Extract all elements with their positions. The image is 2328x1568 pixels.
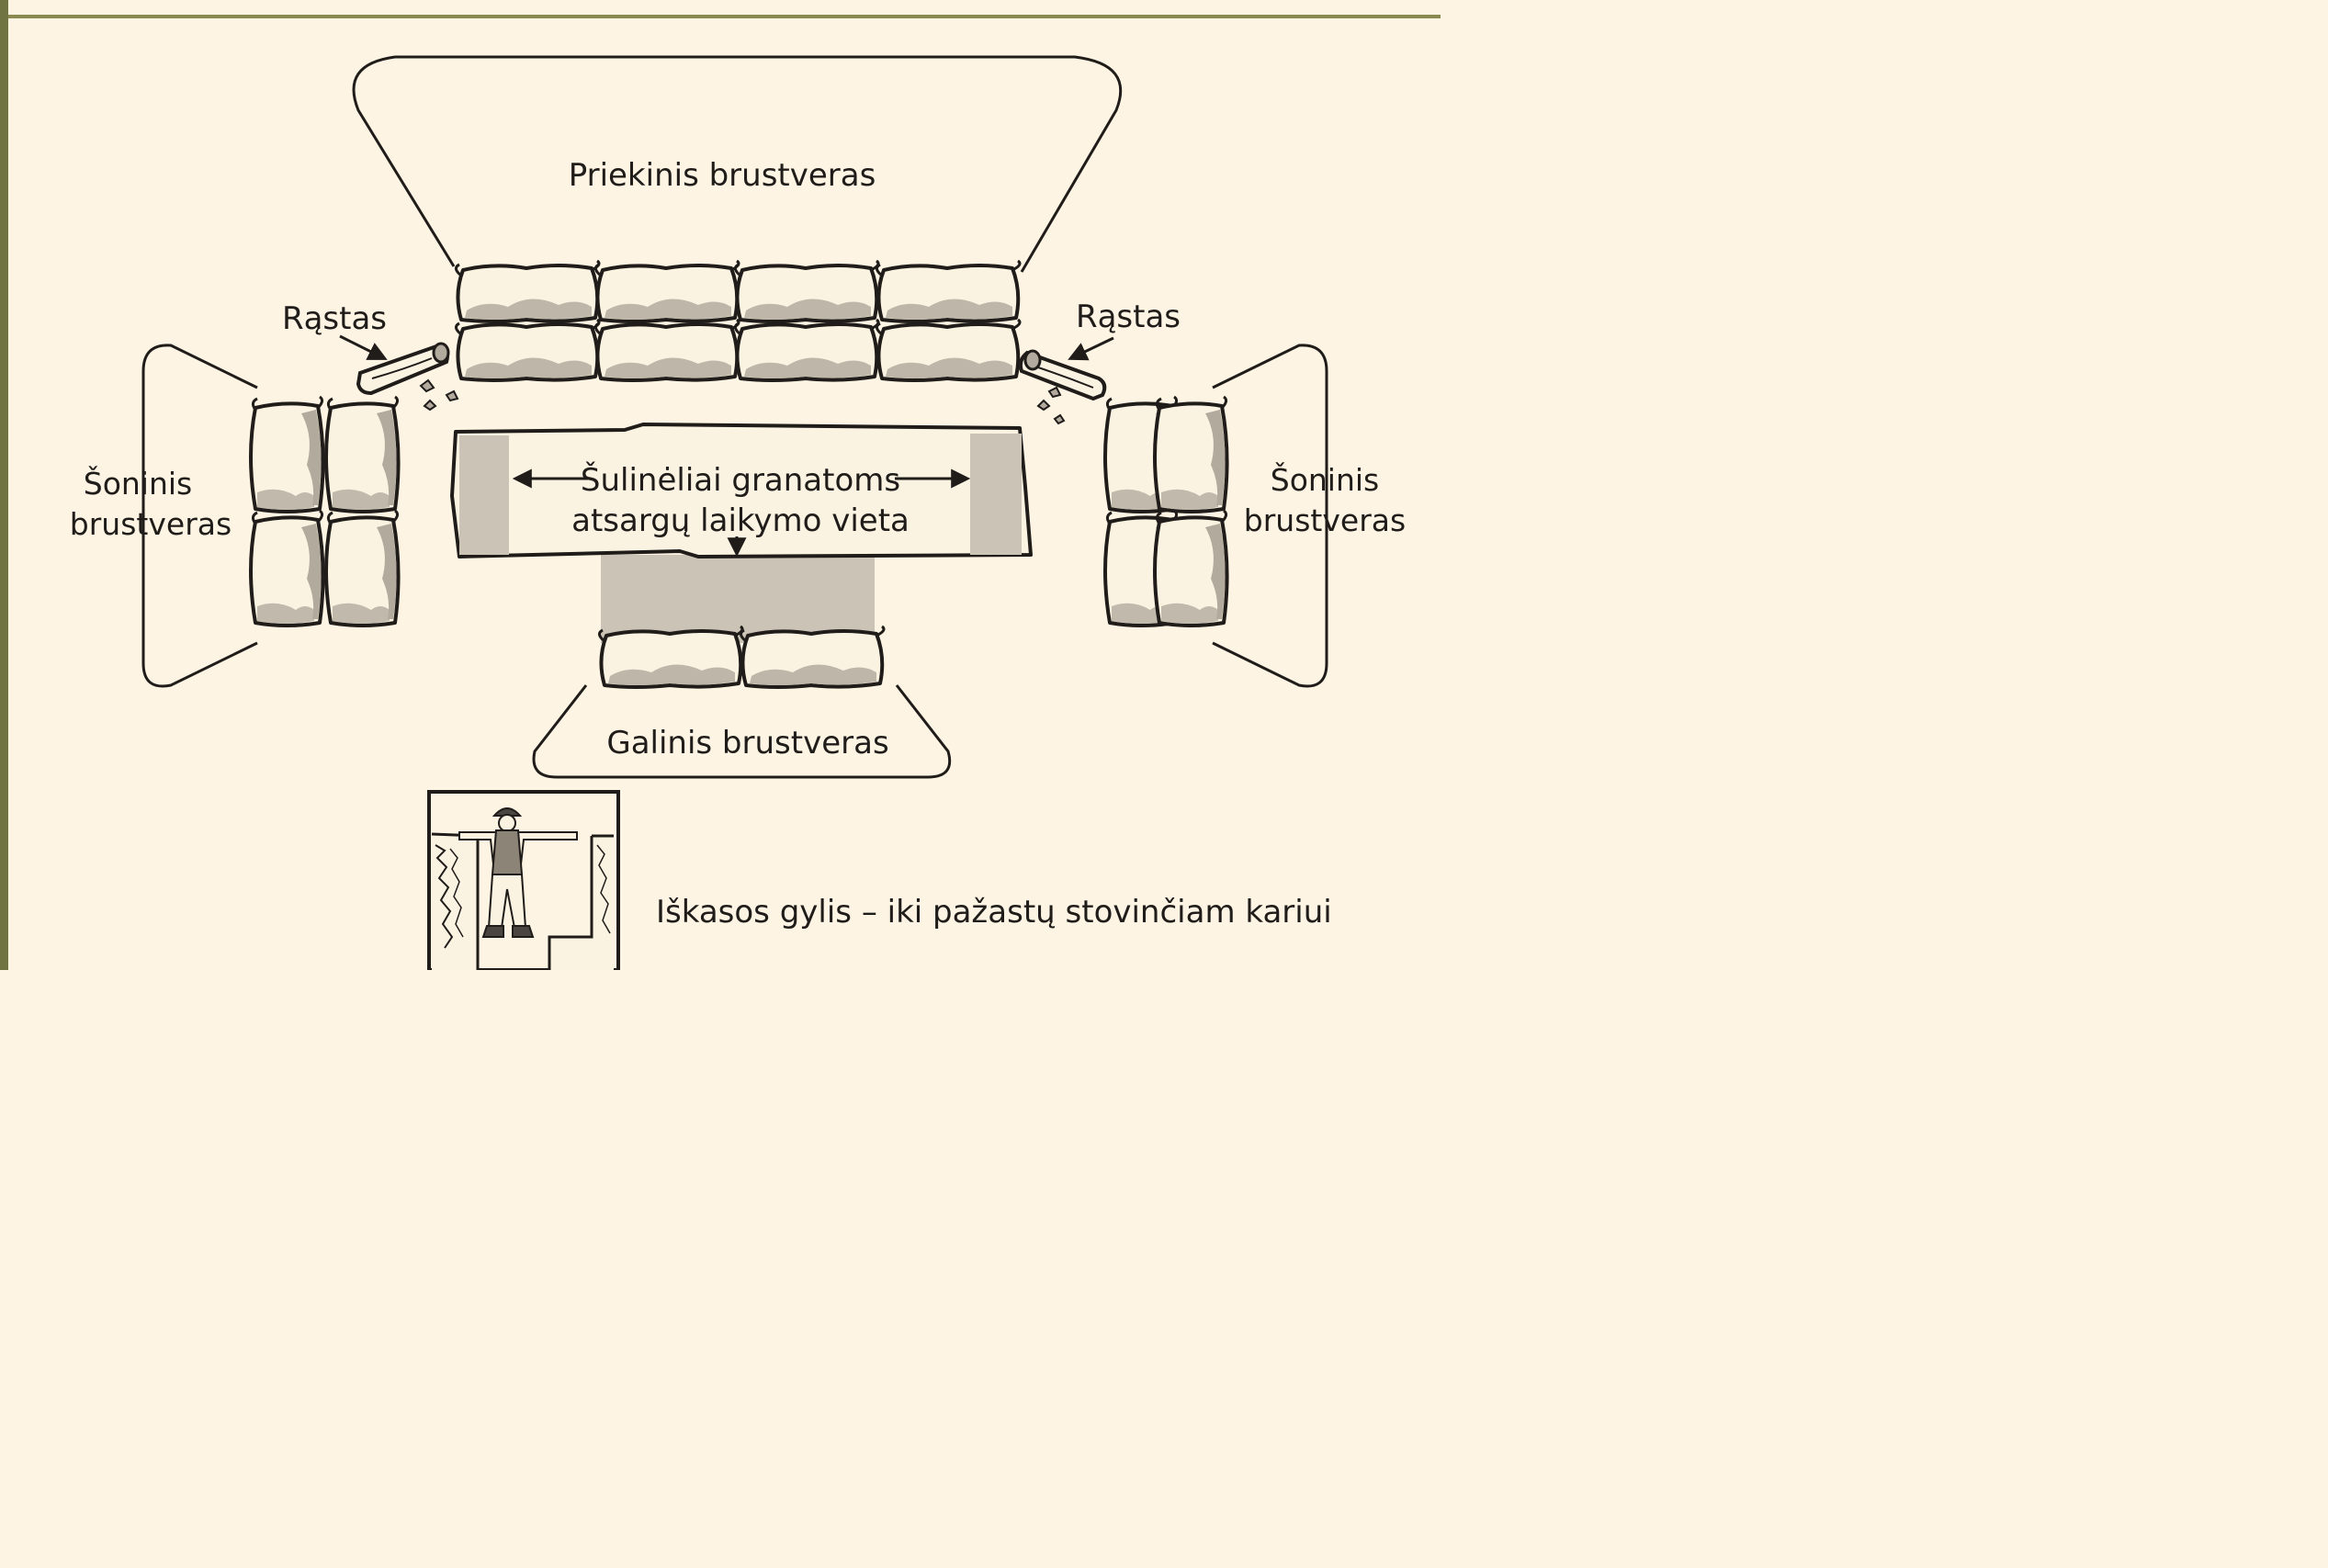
side-parapet-left-label-line2: brustveras <box>70 506 232 542</box>
grenade-sumps-label-line2: atsargų laikymo vieta <box>571 502 910 539</box>
log-left-label: Rąstas <box>282 300 387 337</box>
rear-parapet-label: Galinis brustveras <box>606 725 888 761</box>
rear-sandbag-wall <box>599 626 884 687</box>
log-right-label: Rąstas <box>1076 299 1181 335</box>
left-sandbag-wall <box>251 397 399 626</box>
log-left-arrow <box>340 336 384 358</box>
front-sandbag-wall <box>456 261 1020 380</box>
grenade-sump-left <box>459 435 509 555</box>
fighting-position-diagram: Priekinis brustveras Rąstas Rąstas Šonin… <box>0 0 1441 970</box>
grenade-sump-right <box>970 434 1022 555</box>
left-edge-strip <box>0 0 8 970</box>
side-parapet-right-label-line2: brustveras <box>1244 502 1406 538</box>
depth-caption: Iškasos gylis – iki pažastų stovinčiam k… <box>656 894 1332 931</box>
right-sandbag-wall <box>1105 397 1227 626</box>
depth-inset <box>429 792 618 970</box>
right-log <box>1021 351 1104 423</box>
grenade-sumps-label-line1: Šulinėliai granatoms <box>581 461 900 499</box>
log-right-arrow <box>1071 338 1113 358</box>
front-parapet-label: Priekinis brustveras <box>569 157 876 194</box>
side-parapet-right-label-line1: Šoninis <box>1271 461 1380 498</box>
side-parapet-left-label-line1: Šoninis <box>84 465 193 502</box>
top-border-line <box>0 15 1441 18</box>
